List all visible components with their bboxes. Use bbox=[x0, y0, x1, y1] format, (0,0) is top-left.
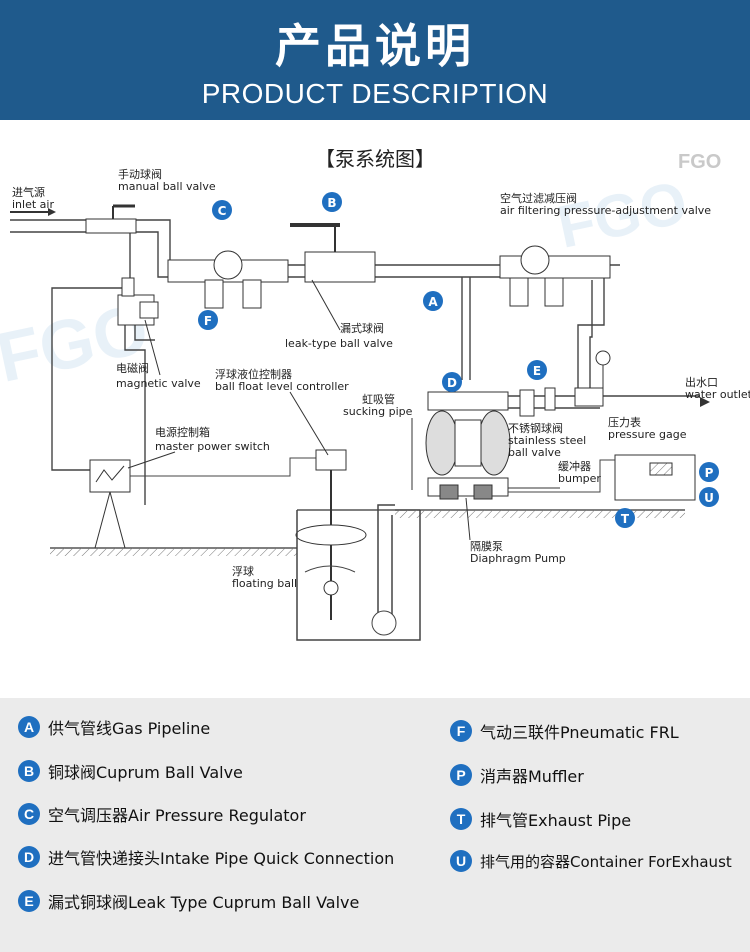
label-manual-en: manual ball valve bbox=[118, 180, 216, 193]
float-level-controller bbox=[295, 449, 367, 620]
legend-item-p: P 消声器Muffler bbox=[450, 763, 584, 787]
label-inlet-cn: 进气源 bbox=[12, 185, 45, 199]
legend-text: 排气管Exhaust Pipe bbox=[480, 811, 632, 830]
svg-text:B: B bbox=[327, 196, 336, 210]
marker-E: E bbox=[527, 360, 547, 380]
watermark-3: FGO bbox=[678, 151, 721, 173]
frl-left bbox=[167, 250, 289, 309]
legend-text: 铜球阀Cuprum Ball Valve bbox=[48, 763, 243, 782]
label-pump-cn: 隔膜泵 bbox=[470, 540, 503, 553]
marker-B: B bbox=[322, 192, 342, 212]
diagram-title: 【泵系统图】 bbox=[315, 147, 435, 171]
stainless-ball-valve bbox=[519, 387, 556, 417]
header-banner: 产品说明 PRODUCT DESCRIPTION bbox=[0, 0, 750, 120]
legend-item-f: F 气动三联件Pneumatic FRL bbox=[450, 719, 679, 743]
legend-item-c: C 空气调压器Air Pressure Regulator bbox=[18, 802, 306, 826]
label-magnetic-cn: 电磁阀 bbox=[116, 361, 149, 375]
label-sucking-cn: 虹吸管 bbox=[362, 392, 395, 406]
page-title: 产品说明 bbox=[275, 19, 475, 73]
label-pump-en: Diaphragm Pump bbox=[470, 552, 566, 565]
legend-text: 进气管快递接头Intake Pipe Quick Connection bbox=[48, 849, 395, 868]
label-bumper-cn: 缓冲器 bbox=[558, 459, 591, 473]
marker-U: U bbox=[699, 487, 719, 507]
legend-badge: P bbox=[450, 764, 472, 786]
diaphragm-pump bbox=[425, 391, 511, 500]
label-bumper-en: bumper bbox=[558, 472, 601, 485]
legend-item-a: A 供气管线Gas Pipeline bbox=[18, 715, 210, 739]
label-leak-cn: 漏式球阀 bbox=[340, 321, 384, 335]
manual-ball-valve bbox=[85, 204, 137, 234]
svg-text:D: D bbox=[447, 376, 457, 390]
legend-text: 气动三联件Pneumatic FRL bbox=[480, 723, 679, 742]
svg-text:U: U bbox=[704, 491, 714, 505]
legend-item-b: B 铜球阀Cuprum Ball Valve bbox=[18, 759, 243, 783]
legend-badge: C bbox=[18, 803, 40, 825]
label-gauge-en: pressure gage bbox=[608, 428, 687, 441]
legend-item-d: D 进气管快递接头Intake Pipe Quick Connection bbox=[18, 845, 394, 869]
exhaust-container bbox=[614, 454, 696, 501]
label-switch-cn: 电源控制箱 bbox=[155, 425, 210, 439]
label-frl-cn: 空气过滤减压阀 bbox=[500, 191, 577, 205]
label-outlet-cn: 出水口 bbox=[685, 375, 718, 389]
cuprum-ball-valve bbox=[290, 223, 376, 283]
pressure-gauge bbox=[574, 350, 611, 407]
legend-text: 供气管线Gas Pipeline bbox=[48, 719, 211, 738]
legend-badge: B bbox=[18, 760, 40, 782]
label-manual-cn: 手动球阀 bbox=[118, 167, 162, 181]
svg-text:T: T bbox=[621, 512, 630, 526]
svg-text:C: C bbox=[218, 204, 227, 218]
label-ss-valve-en2: ball valve bbox=[508, 446, 561, 459]
label-ss-valve-cn: 不锈钢球阀 bbox=[508, 421, 563, 435]
legend-item-e: E 漏式铜球阀Leak Type Cuprum Ball Valve bbox=[18, 889, 359, 913]
svg-text:F: F bbox=[204, 314, 212, 328]
label-gauge-cn: 压力表 bbox=[608, 415, 641, 429]
legend-badge: T bbox=[450, 808, 472, 830]
label-ball-cn: 浮球 bbox=[232, 564, 254, 578]
label-ball-en: floating ball bbox=[232, 577, 297, 590]
legend-text: 排气用的容器Container ForExhaust bbox=[480, 852, 732, 871]
page-subtitle: PRODUCT DESCRIPTION bbox=[201, 78, 549, 109]
svg-text:A: A bbox=[428, 295, 438, 309]
pump-system-diagram: FGO FGO FGO 【泵系统图】 进气源 inlet air 手动球阀 ma… bbox=[0, 147, 750, 641]
marker-F: F bbox=[198, 310, 218, 330]
marker-P: P bbox=[699, 462, 719, 482]
label-float-ctrl-en: ball float level controller bbox=[215, 380, 349, 393]
label-float-ctrl-cn: 浮球液位控制器 bbox=[215, 367, 292, 381]
marker-A: A bbox=[423, 291, 443, 311]
svg-text:E: E bbox=[533, 364, 541, 378]
legend-badge: D bbox=[18, 846, 40, 868]
label-ss-valve-en1: stainless steel bbox=[508, 434, 586, 447]
legend-item-t: T 排气管Exhaust Pipe bbox=[450, 807, 631, 831]
label-outlet-en: water outlet bbox=[685, 388, 750, 401]
marker-C: C bbox=[212, 200, 232, 220]
legend-text: 漏式铜球阀Leak Type Cuprum Ball Valve bbox=[48, 893, 360, 912]
master-power-switch bbox=[89, 459, 131, 549]
label-inlet-en: inlet air bbox=[12, 198, 54, 211]
legend-text: 空气调压器Air Pressure Regulator bbox=[48, 806, 306, 825]
legend-text: 消声器Muffler bbox=[480, 767, 584, 786]
label-sucking-en: sucking pipe bbox=[343, 405, 413, 418]
label-leak-en: leak-type ball valve bbox=[285, 337, 393, 350]
outlet-pipe bbox=[508, 395, 700, 409]
label-switch-en: master power switch bbox=[155, 440, 270, 453]
legend-item-u: U 排气用的容器Container ForExhaust bbox=[450, 850, 732, 872]
legend-badge: U bbox=[450, 850, 472, 872]
marker-D: D bbox=[442, 372, 462, 392]
label-frl-en: air filtering pressure-adjustment valve bbox=[500, 204, 711, 217]
legend-badge: E bbox=[18, 890, 40, 912]
legend-badge: F bbox=[450, 720, 472, 742]
legend-badge: A bbox=[18, 716, 40, 738]
svg-text:P: P bbox=[705, 466, 714, 480]
frl-right bbox=[499, 245, 611, 307]
label-magnetic-en: magnetic valve bbox=[116, 377, 201, 390]
magnetic-valve bbox=[117, 277, 159, 326]
marker-T: T bbox=[615, 508, 635, 528]
